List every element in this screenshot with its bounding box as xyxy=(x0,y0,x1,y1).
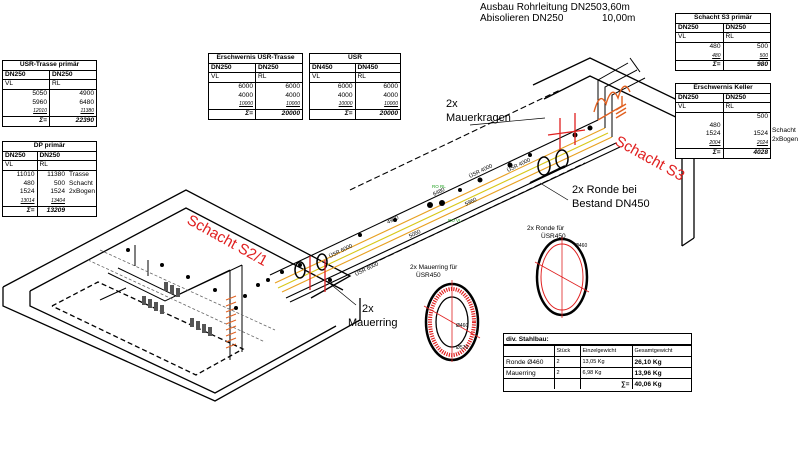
table-stahlbau: div. Stahlbau: Stück Einzelgewicht Gesam… xyxy=(503,333,692,392)
header-line1-label: Ausbau Rohrleitung DN250 xyxy=(480,2,602,13)
table-title: Erschwernis Keller xyxy=(676,84,770,94)
pipe-label-uesr-6000-a: ÜSR 6000 xyxy=(328,242,354,259)
wall-crossings-red xyxy=(309,113,586,292)
pipe-label-uesr-6000-b: ÜSR 6000 xyxy=(354,260,380,277)
table-sum-row: Σ=22390 xyxy=(3,116,96,126)
stahlbau-header-row: Stück Einzelgewicht Gesamtgewicht xyxy=(504,345,691,357)
label-mauerring-fuer-line1: 2x Mauerring für xyxy=(410,264,458,271)
keller-note-schacht: Schacht xyxy=(772,127,796,134)
col-header: DN250 xyxy=(49,70,96,81)
schacht-s2-walls xyxy=(2,189,361,402)
table-title: ÜSR-Trasse primär xyxy=(3,61,96,71)
s3-riser xyxy=(597,57,646,137)
table-sum-row: Σ=20000 xyxy=(209,109,302,119)
sub-header: VL xyxy=(3,79,50,91)
label-mauerkragen-line2: Mauerkragen xyxy=(446,112,511,124)
table-title: ÜSR xyxy=(310,54,400,64)
table-sum-row: Σ=4028 xyxy=(676,147,770,158)
pipe-label-5960: 5960 xyxy=(464,197,478,208)
stahlbau-title: div. Stahlbau: xyxy=(504,334,691,346)
header-line1-value: 3,60m xyxy=(602,2,630,13)
table-row: Mauerring 2 6,98 Kg 13,96 Kg xyxy=(504,367,691,379)
col-header: DN250 xyxy=(3,70,50,81)
leader-lines xyxy=(327,117,569,306)
s2-riser-hatch xyxy=(225,295,237,349)
table-sum-row: Σ=980 xyxy=(676,60,770,71)
valve-symbols xyxy=(142,282,212,336)
table-row: Ronde Ø460 2 13,05 Kg 26,10 Kg xyxy=(504,356,691,368)
sub-header: RL xyxy=(49,79,96,91)
label-ronde-line1: 2x Ronde bei xyxy=(572,184,637,196)
label-mauerring-fuer-line2: ÜSR450 xyxy=(416,271,441,279)
ronde-drawing xyxy=(534,237,590,318)
annotation-labels: 2x Mauerkragen 2x Mauerring 2x Ronde bei… xyxy=(348,98,650,351)
label-mauerring-line2: Mauerring xyxy=(348,317,398,329)
label-mauerring-dim-outer: Ø570 xyxy=(456,345,468,351)
mauerring-drawing xyxy=(423,280,481,362)
table-title: DP primär xyxy=(3,142,96,152)
wall-rings xyxy=(294,149,569,279)
label-mauerring-line1: 2x xyxy=(362,303,374,315)
table-sum-row: Σ=20000 xyxy=(310,109,400,119)
table-row: 500 xyxy=(676,112,770,122)
header-line2-label: Abisolieren DN250 xyxy=(480,13,564,24)
schacht-s3-walls xyxy=(532,57,695,247)
label-ronde-dim: Ø460 xyxy=(575,243,587,249)
table-sum-row: Σ=13209 xyxy=(3,205,96,216)
header-line2-value: 10,00m xyxy=(602,13,636,24)
label-mauerring-dim-inner: Ø460 xyxy=(456,323,468,329)
s3-insulation xyxy=(593,85,631,121)
pipe-label-6480: 6480 xyxy=(432,187,446,198)
table-row: 480 xyxy=(676,121,770,131)
label-schacht-s2: Schacht S2/1 xyxy=(184,212,270,270)
label-ronde-fuer-line2: ÜSR450 xyxy=(541,232,566,240)
schacht-s2-dashed-pipes xyxy=(87,249,276,343)
stahlbau-sum-row: ∑= 40,06 Kg xyxy=(504,378,691,389)
pipe-label-5050: 5050 xyxy=(408,229,422,240)
table-title: Erschwernis ÜSR-Trasse xyxy=(209,54,302,64)
label-ronde-fuer-line1: 2x Ronde für xyxy=(527,225,565,232)
table-title: Schacht S3 primär xyxy=(676,14,770,24)
label-ronde-line2: Bestand DN450 xyxy=(572,198,650,210)
node-label-ro-rl: RO RL xyxy=(432,184,446,189)
node-label-ro-vl: RO VL xyxy=(448,218,462,223)
keller-note-bogen: 2xBogen xyxy=(772,136,799,143)
pipe-nodes xyxy=(126,125,593,310)
schacht-s2-pipes xyxy=(99,245,243,360)
pipe-label-4900: 4900 xyxy=(386,215,400,226)
label-mauerkragen-line1: 2x xyxy=(446,98,458,110)
